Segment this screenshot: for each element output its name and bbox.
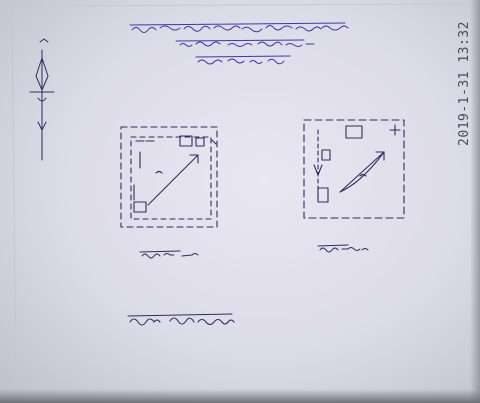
shadow-right [470, 0, 480, 403]
paper-edge-left [11, 5, 17, 393]
handwritten-header [129, 22, 349, 65]
shadow-bottom [0, 389, 480, 403]
diagram-left [120, 126, 218, 228]
margin-sketch [29, 38, 55, 161]
paper-edge-top [9, 3, 471, 7]
caption-left [139, 250, 199, 259]
caption-right [317, 244, 369, 253]
signature [127, 313, 235, 326]
diagram-right [303, 119, 405, 219]
